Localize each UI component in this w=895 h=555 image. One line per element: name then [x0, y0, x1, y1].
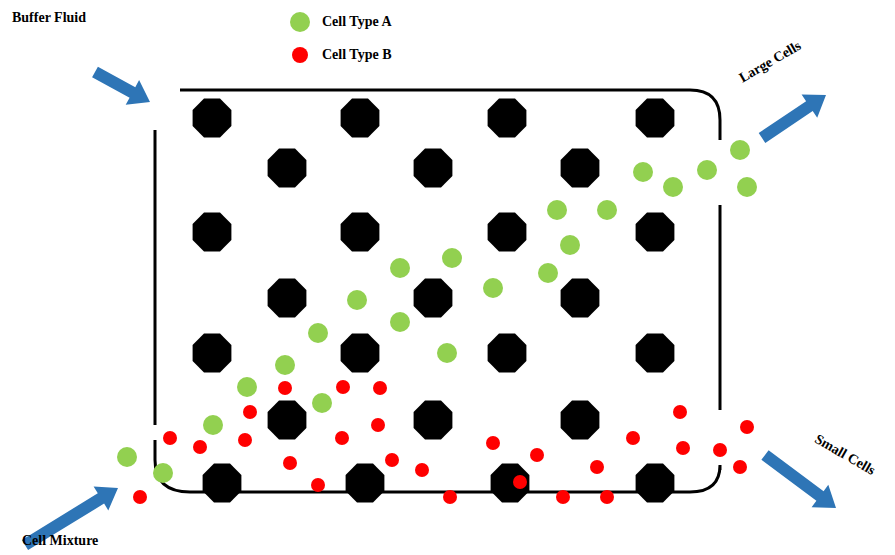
pillar	[193, 99, 232, 138]
pillar	[268, 279, 307, 318]
cell-type-a	[237, 377, 257, 397]
flow-arrows	[22, 67, 836, 550]
cell-type-b	[673, 405, 687, 419]
cell-type-b	[740, 420, 754, 434]
cell-type-a	[203, 415, 223, 435]
pillar	[193, 213, 232, 252]
pillar-array	[193, 99, 675, 503]
small-cells-arrow	[761, 450, 836, 508]
pillar	[488, 99, 527, 138]
outlet-label: Large Cells	[736, 38, 804, 87]
cell-type-a	[483, 278, 503, 298]
cell-type-b	[238, 433, 252, 447]
buffer-arrow	[92, 67, 150, 105]
pillar	[561, 279, 600, 318]
cell-type-b	[385, 453, 399, 467]
cell-type-b	[283, 456, 297, 470]
cell-type-a	[663, 177, 683, 197]
cell-type-a	[153, 463, 173, 483]
pillar	[346, 464, 385, 503]
mixture-arrow	[22, 487, 118, 551]
cell-type-b	[556, 490, 570, 504]
pillar	[414, 401, 453, 440]
pillar	[193, 334, 232, 373]
cell-type-a	[347, 290, 367, 310]
cell-type-a	[117, 447, 137, 467]
pillar	[636, 99, 675, 138]
cell-type-b	[373, 381, 387, 395]
cell-type-b	[415, 463, 429, 477]
cell-type-a	[312, 393, 332, 413]
cell-type-a	[275, 355, 295, 375]
cell-type-a	[538, 263, 558, 283]
pillar	[488, 334, 527, 373]
legend-swatch	[292, 47, 308, 63]
pillar	[268, 401, 307, 440]
cell-type-b	[530, 448, 544, 462]
pillar	[203, 464, 242, 503]
cell-type-a	[308, 323, 328, 343]
legend-text: Cell Type B	[322, 47, 392, 64]
cell-type-a-dots	[117, 140, 757, 483]
large-cells-arrow	[759, 95, 826, 144]
cell-type-b	[443, 490, 457, 504]
pillar	[341, 99, 380, 138]
cell-type-a	[390, 312, 410, 332]
cell-type-b	[713, 443, 727, 457]
cell-type-b	[243, 405, 257, 419]
cell-type-b	[626, 431, 640, 445]
pillar	[636, 213, 675, 252]
cell-type-b	[486, 436, 500, 450]
pillar	[636, 334, 675, 373]
cell-type-a	[730, 140, 750, 160]
pillar	[414, 279, 453, 318]
cell-type-b	[600, 490, 614, 504]
outlet-label: Small Cells	[812, 431, 879, 479]
cell-type-b	[676, 441, 690, 455]
cell-type-b	[733, 460, 747, 474]
inlet-label: Buffer Fluid	[12, 10, 86, 27]
cell-type-b	[133, 490, 147, 504]
cell-type-b	[336, 380, 350, 394]
legend-text: Cell Type A	[322, 14, 392, 31]
pillar	[491, 464, 530, 503]
cell-type-a	[390, 258, 410, 278]
cell-type-a	[597, 200, 617, 220]
pillar	[488, 213, 527, 252]
cell-type-b	[163, 431, 177, 445]
cell-type-a	[697, 160, 717, 180]
cell-type-a	[633, 162, 653, 182]
cell-type-b-dots	[133, 380, 754, 504]
pillar	[341, 213, 380, 252]
cell-type-a	[547, 200, 567, 220]
cell-type-b	[513, 475, 527, 489]
pillar	[341, 334, 380, 373]
legend-swatch	[290, 12, 310, 32]
pillar	[561, 401, 600, 440]
cell-type-a	[437, 343, 457, 363]
chamber-outline	[155, 90, 720, 492]
inlet-label: Cell Mixture	[22, 533, 98, 550]
cell-type-b	[335, 431, 349, 445]
cell-type-b	[311, 478, 325, 492]
cell-type-a	[442, 248, 462, 268]
cell-type-a	[737, 177, 757, 197]
pillar	[414, 149, 453, 188]
cell-type-a	[560, 235, 580, 255]
cell-type-b	[193, 440, 207, 454]
pillar	[268, 149, 307, 188]
pillar	[561, 149, 600, 188]
pillar	[636, 464, 675, 503]
cell-type-b	[371, 418, 385, 432]
cell-type-b	[590, 460, 604, 474]
cell-type-b	[278, 381, 292, 395]
